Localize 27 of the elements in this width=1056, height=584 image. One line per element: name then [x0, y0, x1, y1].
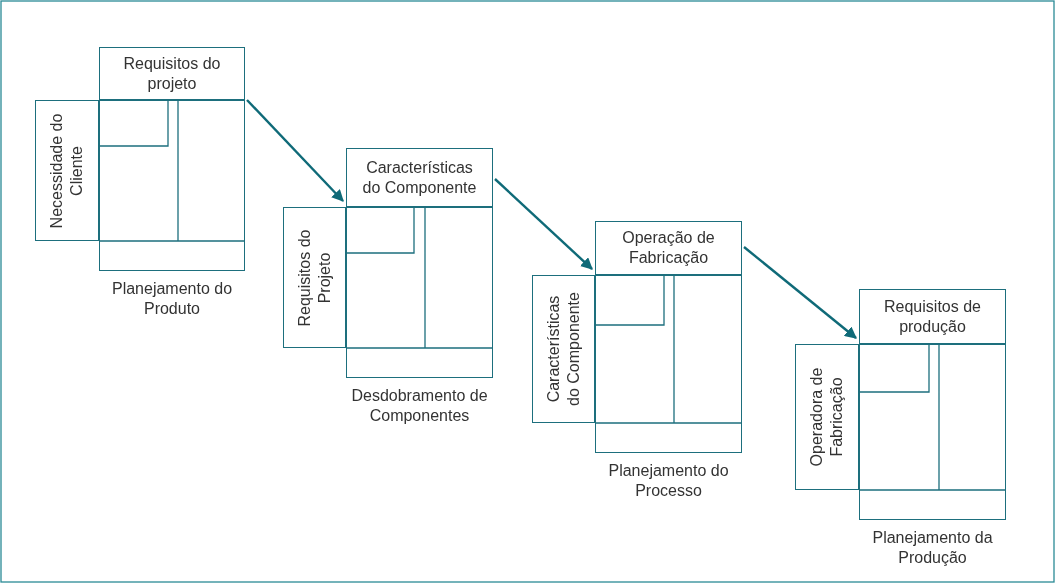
- arrow: [494, 178, 593, 270]
- row-header-box: [283, 207, 346, 348]
- phase-caption: Desdobramento de Componentes: [350, 386, 489, 426]
- row-label: Operadora de Fabricação: [807, 366, 846, 469]
- column-label: Requisitos de produção: [883, 296, 982, 337]
- column-label: Operação de Fabricação: [621, 228, 716, 268]
- matrix-box: [859, 344, 1006, 520]
- row-label: Características do Componente: [543, 291, 583, 408]
- phase-caption: Planejamento do Processo: [607, 461, 730, 501]
- row-label: Necessidade do Cliente: [47, 112, 86, 230]
- matrix-box: [595, 275, 742, 453]
- matrix-box: [346, 207, 493, 378]
- header-box: [346, 148, 493, 207]
- row-header-box: [35, 100, 99, 241]
- column-label: Características do Componente: [361, 157, 478, 198]
- column-label: Requisitos do projeto: [122, 53, 222, 94]
- header-box: [595, 221, 742, 275]
- arrow: [246, 99, 344, 202]
- matrix-box: [99, 100, 245, 271]
- header-box: [859, 289, 1006, 344]
- row-header-box: [795, 344, 859, 490]
- row-label: Requisitos do Projeto: [294, 228, 334, 328]
- row-header-box: [532, 275, 595, 423]
- arrow: [743, 246, 857, 339]
- phase-caption: Planejamento do Produto: [110, 279, 234, 319]
- phase-caption: Planejamento da Produção: [871, 528, 994, 568]
- header-box: [99, 47, 245, 100]
